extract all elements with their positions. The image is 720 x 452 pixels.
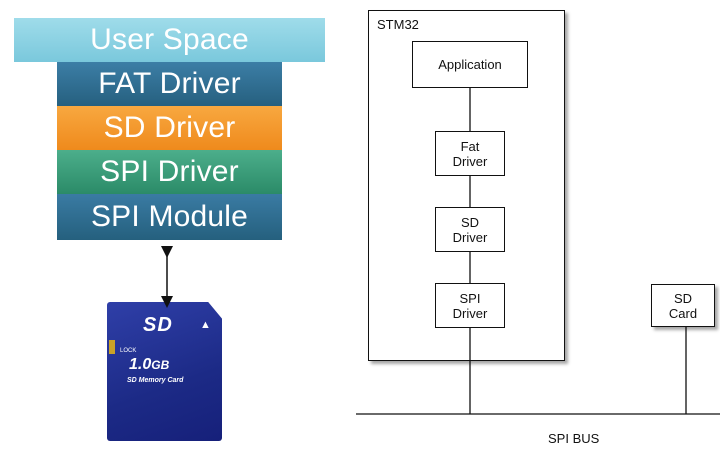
application-box: Application: [412, 41, 528, 88]
lock-switch: [109, 340, 115, 354]
card-name: SD Memory Card: [127, 377, 184, 384]
layer-fat-driver: FAT Driver: [57, 62, 282, 106]
layer-spi-module: SPI Module: [57, 194, 282, 240]
lock-label: LOCK: [120, 348, 137, 354]
layer-sd-driver: SD Driver: [57, 106, 282, 150]
spi-bus-label: SPI BUS: [548, 431, 600, 446]
sd-logo: SD: [143, 314, 173, 336]
stm32-frame: [368, 10, 565, 361]
triangle-icon: ▲: [200, 319, 211, 331]
capacity-label: 1.0GB: [129, 356, 170, 373]
stm32-label: STM32: [377, 17, 419, 32]
sd-card-image: SD ▲ LOCK 1.0GB SD Memory Card: [107, 302, 222, 441]
layer-user-space: User Space: [14, 18, 325, 62]
layer-spi-driver: SPI Driver: [57, 150, 282, 194]
